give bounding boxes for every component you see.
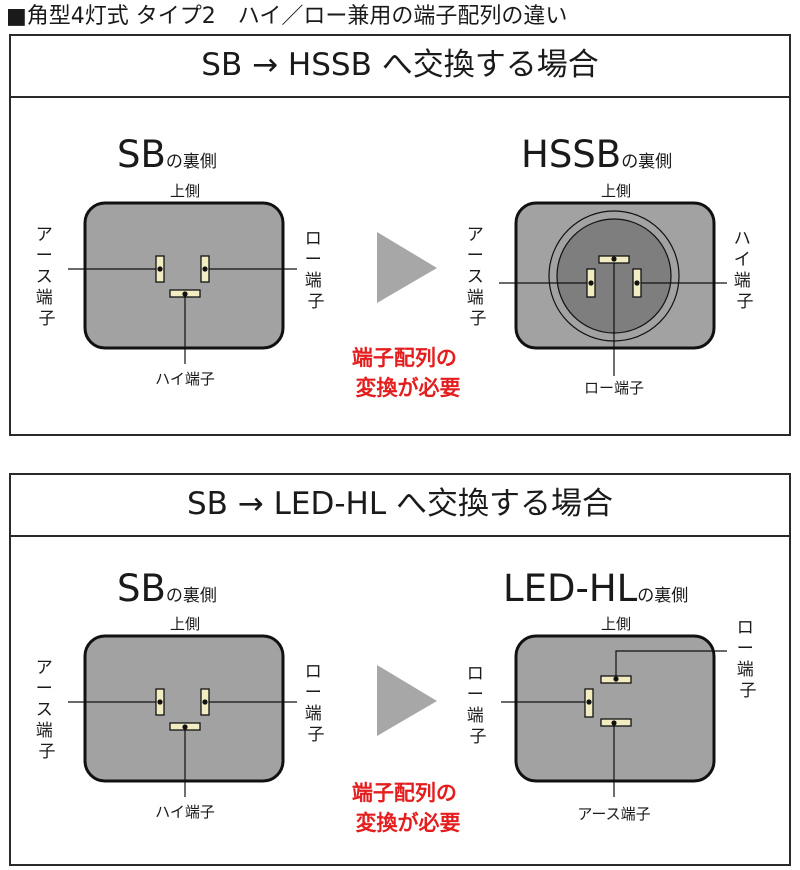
low-terminal-label: ロー端子 — [584, 379, 644, 397]
hssb-title: HSSBの裏側 — [521, 133, 672, 176]
panel-diagram: SBの裏側 上側 ア ー ス 端 子 ロ ー 端 子 ハイ端子 — [36, 133, 756, 400]
top-side-label: 上側 — [170, 182, 200, 200]
high-terminal-label: ハイ端子 — [155, 803, 215, 821]
top-side-label: 上側 — [170, 615, 200, 633]
led-hl-plate — [514, 634, 716, 783]
sb-plate — [83, 634, 285, 783]
sb-title: SBの裏側 — [117, 567, 217, 610]
low-terminal-label: ロ ー 端 子 — [305, 229, 327, 312]
low-terminal-label: ロ ー 端 子 — [305, 662, 327, 745]
conversion-note: 端子配列の 変換が必要 — [352, 781, 464, 835]
panel-sb-to-led-hl: SB → LED-HL へ交換する場合 SBの裏側 上側 ア ー ス 端 子 ロ… — [9, 473, 791, 866]
earth-terminal-label: ア ー ス 端 子 — [36, 225, 58, 329]
high-terminal-label: ハイ端子 — [155, 370, 215, 388]
sb-title: SBの裏側 — [117, 133, 217, 176]
panel-sb-to-hssb: SB → HSSB へ交換する場合 SBの裏側 上側 ア ー ス 端 子 ロ ー… — [9, 34, 791, 436]
high-terminal-label: ハ イ 端 子 — [734, 229, 756, 312]
panel-heading: SB → HSSB へ交換する場合 — [11, 36, 789, 98]
low-terminal-label: ロ ー 端 子 — [467, 664, 489, 747]
panel-heading: SB → LED-HL へ交換する場合 — [11, 475, 789, 537]
top-side-label: 上側 — [601, 615, 631, 633]
earth-terminal-label: アース端子 — [577, 805, 650, 823]
conversion-note: 端子配列の 変換が必要 — [352, 346, 464, 400]
arrow-right-icon — [377, 665, 437, 736]
earth-terminal-label: ア ー ス 端 子 — [36, 658, 58, 762]
earth-terminal-label: ア ー ス 端 子 — [467, 225, 489, 329]
page-title: ■角型4灯式 タイプ2 ハイ／ロー兼用の端子配列の違い — [6, 4, 568, 29]
sb-plate — [83, 201, 285, 350]
low-terminal-label: ロ ー 端 子 — [737, 618, 759, 701]
arrow-right-icon — [377, 232, 437, 303]
led-hl-title: LED-HLの裏側 — [503, 567, 688, 610]
panel-diagram: SBの裏側 上側 ア ー ス 端 子 ロ ー 端 子 ハイ端子 — [36, 567, 759, 835]
top-side-label: 上側 — [601, 182, 631, 200]
